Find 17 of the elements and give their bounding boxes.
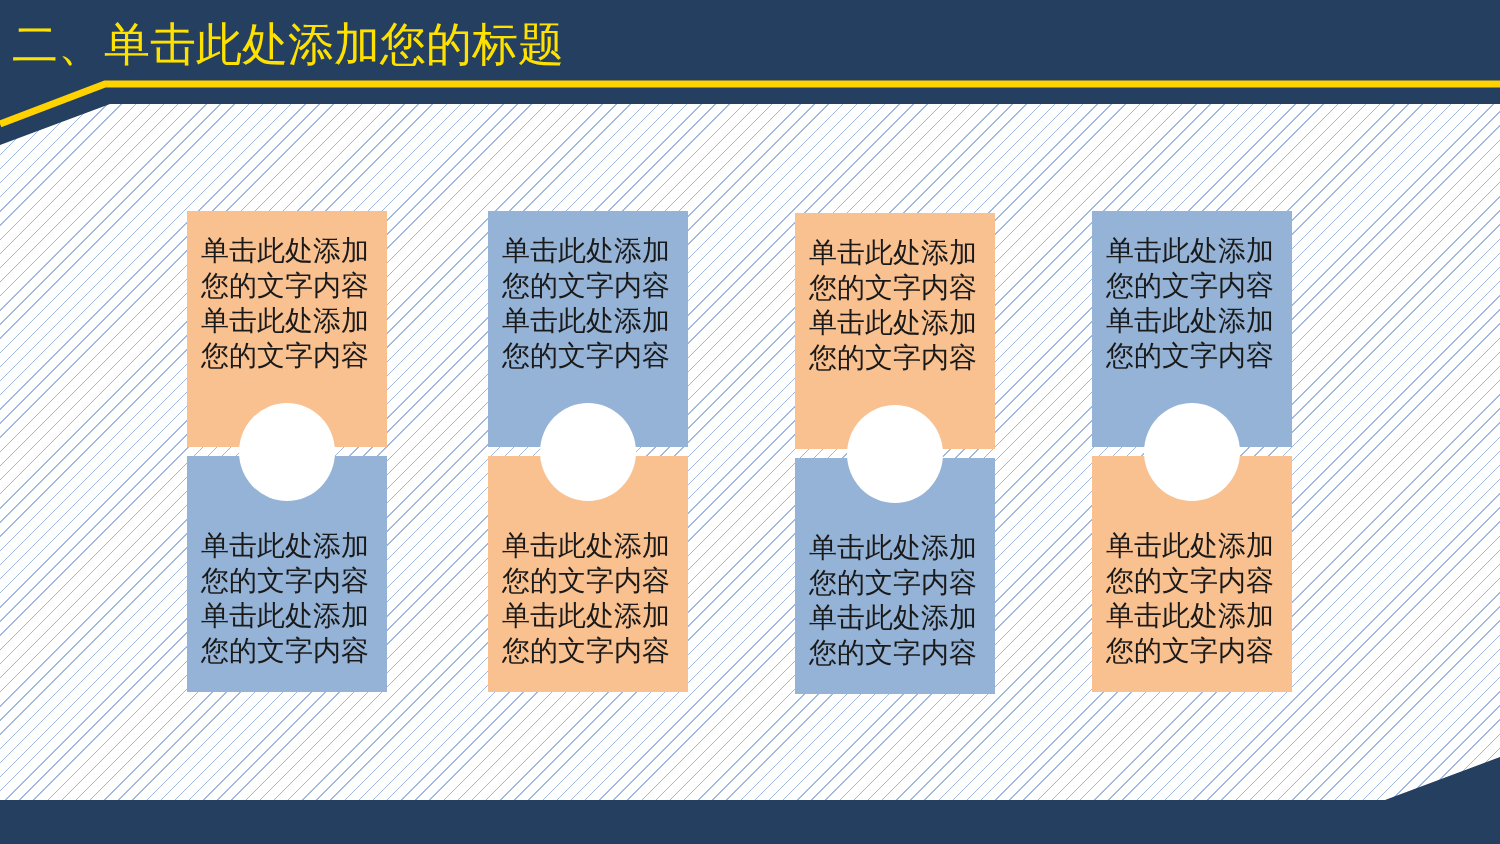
text-box (187, 456, 387, 692)
box-text: 单击此处添加您的文字内容单击此处添加您的文字内容 (502, 233, 671, 373)
text-box (1092, 456, 1292, 692)
text-box (488, 456, 688, 692)
text-box (795, 458, 995, 694)
box-text: 单击此处添加您的文字内容单击此处添加您的文字内容 (201, 528, 370, 668)
text-box (187, 211, 387, 447)
box-text: 单击此处添加您的文字内容单击此处添加您的文字内容 (201, 233, 370, 373)
box-text: 单击此处添加您的文字内容单击此处添加您的文字内容 (502, 528, 671, 668)
box-text: 单击此处添加您的文字内容单击此处添加您的文字内容 (809, 235, 978, 375)
slide-title: 二、单击此处添加您的标题 (12, 16, 564, 73)
text-box (488, 211, 688, 447)
box-text: 单击此处添加您的文字内容单击此处添加您的文字内容 (809, 530, 978, 670)
box-text: 单击此处添加您的文字内容单击此处添加您的文字内容 (1106, 528, 1275, 668)
text-box (1092, 211, 1292, 447)
box-text: 单击此处添加您的文字内容单击此处添加您的文字内容 (1106, 233, 1275, 373)
text-box (795, 213, 995, 449)
